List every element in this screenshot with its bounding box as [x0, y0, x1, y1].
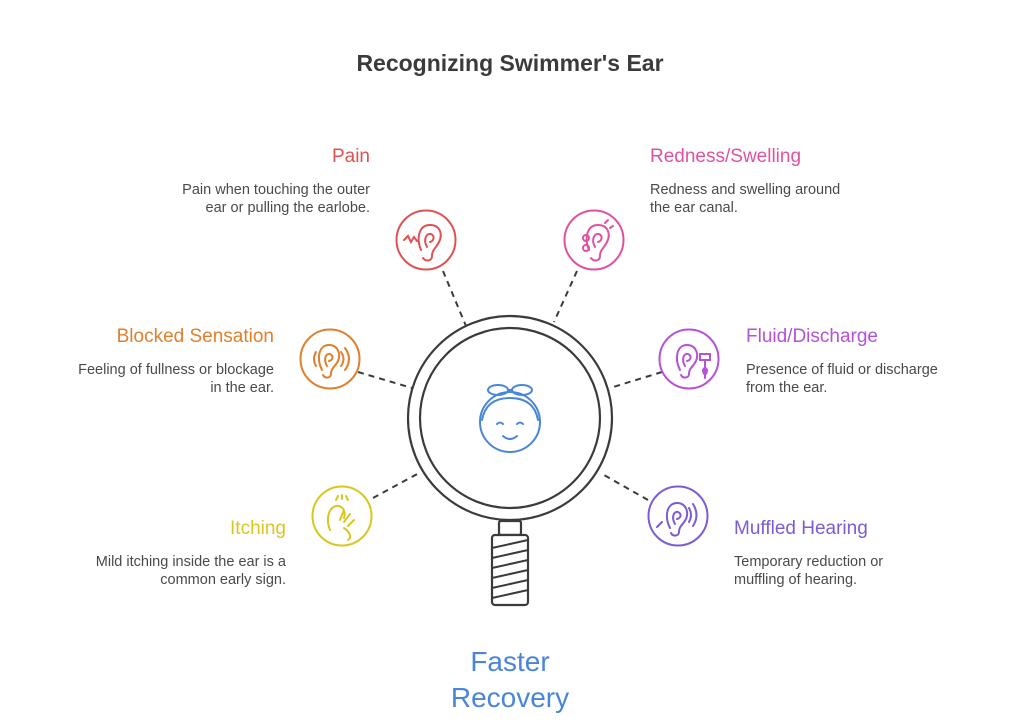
desc-line: in the ear.	[210, 380, 274, 396]
ear-sound-blocked-icon	[299, 328, 361, 390]
desc-line: ear or pulling the earlobe.	[205, 200, 370, 216]
ear-swelling-icon	[563, 209, 625, 271]
page-title: Recognizing Swimmer's Ear	[356, 50, 664, 76]
item-title-muffled: Muffled Hearing	[734, 518, 868, 539]
connector-itching	[372, 471, 422, 499]
desc-line: Mild itching inside the ear is a	[95, 554, 286, 570]
desc-line: Pain when touching the outer	[182, 182, 370, 198]
desc-line: Redness and swelling around	[650, 182, 841, 198]
desc-line: from the ear.	[746, 380, 828, 396]
desc-line: common early sign.	[160, 572, 286, 588]
swimmer-face-icon	[479, 384, 541, 453]
item-desc-fluid: Presence of fluid or discharge from the …	[746, 361, 938, 397]
item-title-itching: Itching	[230, 518, 286, 539]
magnifier-icon	[406, 314, 614, 607]
item-desc-redness: Redness and swelling around the ear cana…	[650, 181, 840, 217]
item-desc-muffled: Temporary reduction or muffling of heari…	[734, 553, 883, 589]
connector-blocked	[357, 371, 413, 389]
connector-muffled	[603, 474, 649, 501]
ear-pain-icon	[395, 209, 457, 271]
ear-muffled-icon	[647, 485, 709, 547]
center-label-line1: Faster	[470, 646, 550, 677]
center-label-line2: Recovery	[450, 682, 570, 713]
item-title-fluid: Fluid/Discharge	[746, 326, 878, 347]
connector-redness	[553, 270, 578, 323]
desc-line: the ear canal.	[650, 200, 738, 216]
item-title-redness: Redness/Swelling	[650, 146, 802, 167]
item-title-blocked: Blocked Sensation	[116, 326, 274, 347]
connector-pain	[442, 270, 467, 327]
item-desc-blocked: Feeling of fullness or blockage in the e…	[78, 361, 274, 397]
desc-line: Feeling of fullness or blockage	[78, 362, 274, 378]
item-desc-itching: Mild itching inside the ear is a common …	[96, 553, 286, 589]
item-desc-pain: Pain when touching the outer ear or pull…	[182, 181, 370, 217]
center-label: Faster Recovery	[410, 644, 610, 716]
connector-fluid	[609, 371, 663, 389]
hand-scratch-icon	[311, 485, 373, 547]
ear-drop-icon	[658, 328, 720, 390]
desc-line: Presence of fluid or discharge	[746, 362, 938, 378]
item-title-pain: Pain	[331, 146, 370, 167]
desc-line: muffling of hearing.	[734, 572, 858, 588]
desc-line: Temporary reduction or	[734, 554, 884, 570]
